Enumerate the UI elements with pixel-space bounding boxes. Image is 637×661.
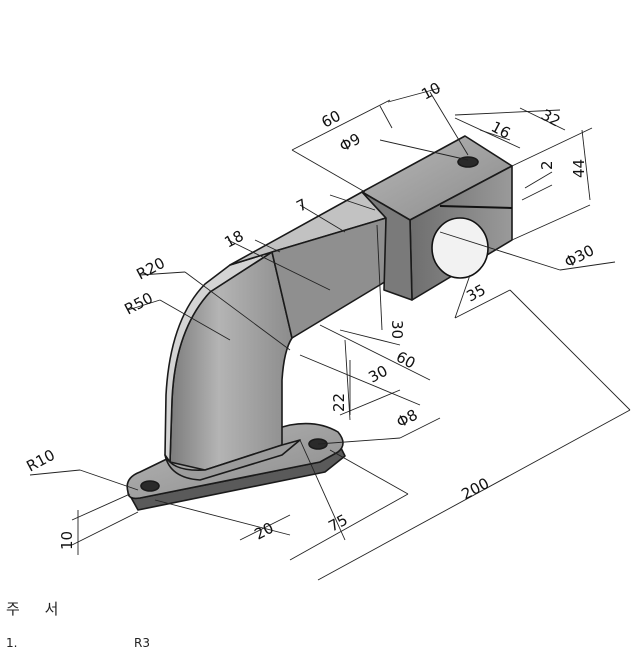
- dim-10-left: 10: [58, 531, 76, 550]
- clamp-bore: [431, 217, 489, 279]
- dim-dia9: Φ9: [336, 130, 363, 156]
- dim-200: 200: [458, 474, 492, 503]
- dim-22: 22: [330, 393, 348, 412]
- dim-10-top: 10: [418, 79, 443, 104]
- arm-column-front: [169, 251, 293, 471]
- part-body: [126, 135, 513, 511]
- dim-dia8: Φ8: [393, 406, 420, 432]
- dim-2: 2: [538, 160, 556, 170]
- dim-75: 75: [325, 511, 350, 536]
- dim-7: 7: [293, 195, 310, 215]
- notes-title: 주 서: [6, 600, 69, 618]
- notes-item-number: 1.: [6, 636, 18, 650]
- dim-30-vertical: 30: [388, 320, 406, 339]
- dim-16: 16: [488, 118, 513, 143]
- dim-35: 35: [463, 281, 488, 306]
- dim-r50: R50: [121, 289, 156, 319]
- dim-30-mid: 30: [365, 362, 390, 387]
- dim-60-top: 60: [318, 107, 343, 132]
- dim-32: 32: [538, 106, 563, 131]
- base-hole-left: [140, 480, 160, 492]
- clamp-top-hole: [457, 156, 479, 168]
- arm-column-left: [164, 251, 273, 463]
- dim-44: 44: [570, 159, 588, 178]
- isometric-part-drawing: 60 10 32 16 Φ9 2 44 7 18 R20 R50 Φ30 35 …: [23, 79, 631, 581]
- dim-60-mid: 60: [393, 348, 418, 373]
- dimension-lines: [29, 87, 631, 581]
- clamp-left: [361, 191, 413, 301]
- clamp-slot: [439, 205, 513, 209]
- dim-20: 20: [251, 519, 276, 544]
- dim-r10: R10: [23, 446, 58, 476]
- notes-item-text: R3: [134, 636, 150, 650]
- dim-r20: R20: [133, 254, 168, 284]
